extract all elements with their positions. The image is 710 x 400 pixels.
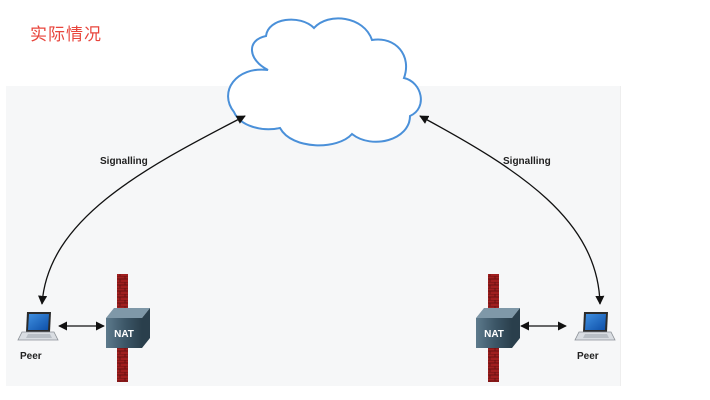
signalling-arrow-right <box>419 115 605 305</box>
nat-right-label: NAT <box>484 329 504 340</box>
signalling-arrow-left <box>38 115 246 305</box>
nat-right-router-icon <box>476 308 520 348</box>
nat-left-router-icon <box>106 308 150 348</box>
peer-right-laptop-icon <box>574 312 616 341</box>
peer-left-laptop-icon <box>17 312 59 341</box>
peer-left-label: Peer <box>20 351 42 362</box>
cloud-icon <box>227 17 422 147</box>
signalling-label-right: Signalling <box>503 156 551 167</box>
signalling-label-left: Signalling <box>100 156 148 167</box>
page-title: 实际情况 <box>30 25 102 45</box>
nat-left-label: NAT <box>114 329 134 340</box>
peer-right-label: Peer <box>577 351 599 362</box>
